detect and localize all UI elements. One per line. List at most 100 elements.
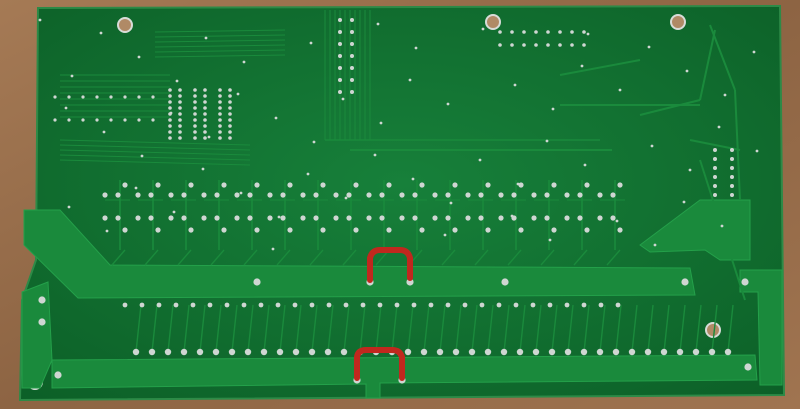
solder-pad	[148, 348, 156, 356]
solder-pad	[148, 215, 154, 221]
trace	[471, 304, 478, 353]
solder-pad	[485, 182, 491, 188]
solder-pad	[513, 83, 517, 87]
solder-pad	[155, 182, 161, 188]
solder-pad	[196, 348, 204, 356]
solder-pad	[730, 157, 734, 161]
solder-pad	[412, 192, 418, 198]
solder-pad	[338, 90, 342, 94]
solder-pad	[181, 192, 187, 198]
solder-pad	[551, 227, 557, 233]
solder-pad	[548, 238, 552, 242]
solder-pad	[513, 302, 519, 308]
solder-pad	[386, 182, 392, 188]
solder-pad	[420, 348, 428, 356]
solder-pad	[498, 43, 502, 47]
solder-pad	[544, 192, 550, 198]
solder-pad	[720, 224, 724, 228]
solder-pad	[584, 227, 590, 233]
trace	[154, 39, 286, 43]
solder-pad	[333, 215, 339, 221]
solder-pad	[376, 22, 380, 26]
solder-pad	[102, 130, 106, 134]
solder-pad	[169, 111, 173, 115]
solder-pad	[102, 192, 108, 198]
solder-pad	[730, 148, 734, 152]
pcb-board	[18, 4, 786, 402]
solder-pad	[254, 182, 260, 188]
solder-pad	[201, 167, 205, 171]
solder-pad	[481, 27, 485, 31]
solder-pad	[478, 215, 484, 221]
solder-pad	[346, 215, 352, 221]
solder-pad	[717, 125, 721, 129]
solder-pad	[338, 78, 342, 82]
solder-pad	[175, 79, 179, 83]
solder-pad	[411, 177, 415, 181]
solder-pad	[193, 88, 197, 92]
solder-pad	[408, 78, 412, 82]
solder-pad	[193, 130, 197, 134]
solder-pad	[436, 348, 444, 356]
trace	[59, 144, 251, 151]
solder-pad	[135, 192, 141, 198]
solder-pad	[570, 43, 574, 47]
solder-pad	[109, 95, 113, 99]
trace	[535, 304, 542, 353]
pcb-traces	[59, 10, 746, 353]
solder-pad	[218, 136, 222, 140]
solder-pad	[452, 348, 460, 356]
trace	[177, 249, 192, 266]
solder-pad	[544, 215, 550, 221]
solder-pad	[122, 227, 128, 233]
upper-power-bus	[23, 209, 696, 299]
trace	[154, 49, 286, 53]
solder-pad	[267, 215, 273, 221]
solder-pad	[445, 215, 451, 221]
solder-pad	[155, 227, 161, 233]
solder-pad	[70, 74, 74, 78]
trace	[59, 159, 251, 166]
solder-pad	[292, 348, 300, 356]
trace	[503, 304, 510, 353]
solder-pad	[366, 215, 372, 221]
solder-pad	[137, 95, 141, 99]
solder-pad	[617, 182, 623, 188]
solder-pad	[580, 348, 588, 356]
trace	[375, 304, 382, 353]
solder-pad	[610, 215, 616, 221]
solder-pad	[308, 348, 316, 356]
trace	[243, 249, 258, 266]
solder-pad	[586, 32, 590, 36]
solder-pad	[164, 348, 172, 356]
solder-pad	[377, 302, 383, 308]
solder-pad	[228, 124, 232, 128]
solder-pad	[478, 192, 484, 198]
solder-pad	[510, 30, 514, 34]
mounting-hole	[117, 17, 133, 33]
solder-pad	[253, 278, 261, 286]
mounting-hole	[670, 14, 686, 30]
solder-pad	[628, 348, 636, 356]
solder-pad	[548, 348, 556, 356]
solder-pad	[190, 302, 196, 308]
solder-pad	[708, 348, 716, 356]
solder-pad	[580, 64, 584, 68]
solder-pad	[465, 215, 471, 221]
solder-pad	[203, 130, 207, 134]
solder-pad	[218, 94, 222, 98]
solder-pad	[341, 97, 345, 101]
solder-pad	[404, 348, 412, 356]
solder-pad	[584, 182, 590, 188]
solder-pad	[577, 215, 583, 221]
solder-pad	[244, 348, 252, 356]
solder-pad	[518, 227, 524, 233]
solder-pad	[95, 95, 99, 99]
solder-pad	[610, 192, 616, 198]
solder-pad	[218, 100, 222, 104]
solder-pad	[228, 136, 232, 140]
solder-pad	[300, 215, 306, 221]
solder-pad	[344, 196, 348, 200]
solder-pad	[228, 88, 232, 92]
solder-pad	[193, 118, 197, 122]
